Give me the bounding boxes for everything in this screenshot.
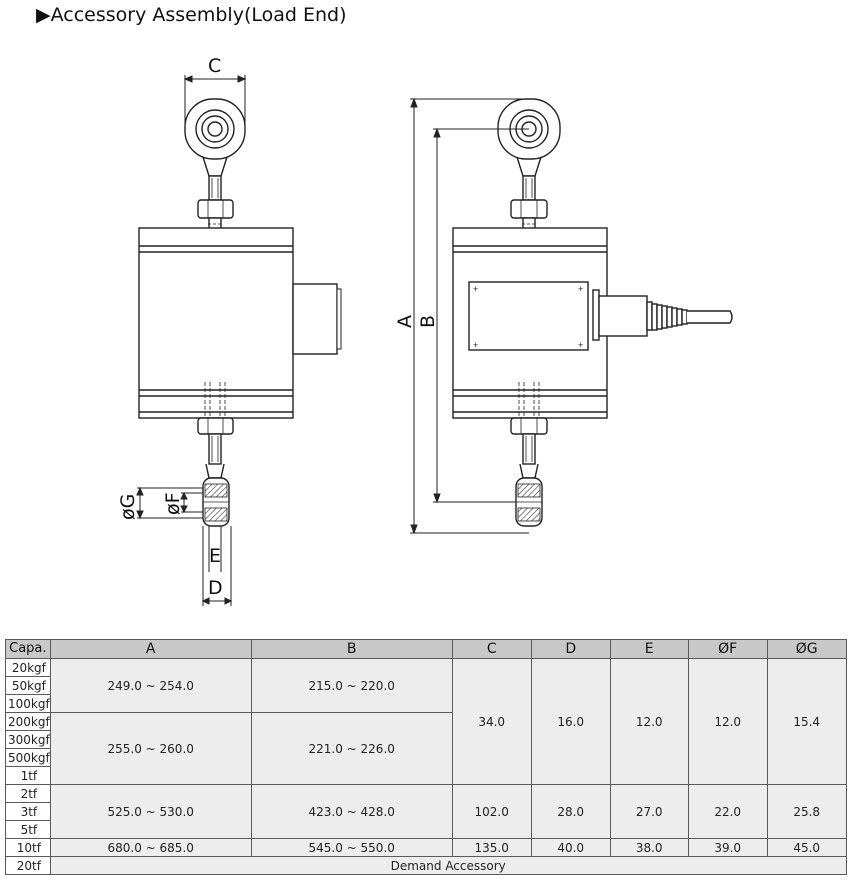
table-row: 300kgf [5, 730, 847, 749]
cable-gland [592, 289, 688, 341]
cable [687, 310, 733, 324]
header-a: A [49, 639, 252, 659]
header-capa: Capa. [5, 639, 51, 659]
table-row: 20tf Demand Accessory [5, 856, 847, 875]
value-c: 34.0 [451, 658, 532, 785]
capa-cell: 20kgf [5, 658, 51, 677]
table-row: 100kgf [5, 694, 847, 713]
value-e: 27.0 [609, 784, 689, 839]
value-g: 25.8 [766, 784, 847, 839]
spec-table: Capa. A B C D E ØF ØG 20kgf 249.0 ~ 254.… [5, 639, 847, 875]
capa-cell: 20tf [5, 856, 51, 875]
demand-accessory-note: Demand Accessory [49, 856, 847, 875]
value-g: 15.4 [766, 658, 847, 785]
value-a: 680.0 ~ 685.0 [49, 838, 252, 857]
capa-cell: 1tf [5, 766, 51, 785]
header-c: C [451, 639, 532, 659]
value-b: 221.0 ~ 226.0 [250, 712, 453, 785]
left-view [138, 98, 342, 527]
right-top-rod-end-eye [497, 98, 561, 177]
table-row: 200kgf 255.0 ~ 260.0 221.0 ~ 226.0 [5, 712, 847, 785]
capa-cell: 10tf [5, 838, 51, 857]
header-g: ØG [766, 639, 847, 659]
assembly-drawing: + + + + [117, 55, 733, 606]
svg-text:+: + [578, 284, 583, 294]
value-f: 12.0 [687, 658, 768, 785]
value-b: 215.0 ~ 220.0 [250, 658, 453, 713]
dim-label-a: A [394, 315, 416, 328]
dim-label-c: C [208, 55, 221, 77]
dim-label-f: øF [162, 492, 184, 515]
value-f: 39.0 [687, 838, 768, 857]
table-row: 20kgf 249.0 ~ 254.0 215.0 ~ 220.0 34.0 1… [5, 658, 847, 785]
dim-label-e: E [209, 545, 221, 567]
header-b: B [250, 639, 453, 659]
top-rod [208, 175, 222, 201]
value-f: 22.0 [687, 784, 768, 839]
table-row: 10tf 680.0 ~ 685.0 545.0 ~ 550.0 135.0 4… [5, 838, 847, 857]
value-d: 40.0 [530, 838, 611, 857]
top-nut [197, 199, 234, 219]
value-c: 135.0 [451, 838, 532, 857]
header-f: ØF [687, 639, 768, 659]
left-load-cell-body [138, 227, 342, 419]
value-e: 12.0 [609, 658, 689, 785]
section-title: ▶Accessory Assembly(Load End) [36, 4, 347, 26]
table-header-row: Capa. A B C D E ØF ØG [5, 639, 847, 659]
table-row: 50kgf [5, 676, 847, 695]
svg-text:+: + [473, 340, 478, 350]
value-g: 45.0 [766, 838, 847, 857]
dim-label-g: øG [117, 494, 139, 520]
bottom-rod [208, 433, 222, 465]
capa-cell: 2tf [5, 784, 51, 803]
value-b: 545.0 ~ 550.0 [250, 838, 453, 857]
value-e: 38.0 [609, 838, 689, 857]
header-d: D [530, 639, 611, 659]
dim-label-d: D [208, 577, 223, 599]
value-b: 423.0 ~ 428.0 [250, 784, 453, 839]
svg-text:+: + [578, 340, 583, 350]
bottom-nut [197, 417, 234, 435]
svg-text:+: + [473, 284, 478, 294]
bottom-rod-end-section [202, 477, 230, 527]
right-view: + + + + [452, 98, 733, 527]
value-a: 525.0 ~ 530.0 [49, 784, 252, 839]
left-dimensions [136, 75, 247, 606]
value-d: 16.0 [530, 658, 611, 785]
capa-cell: 100kgf [5, 694, 51, 713]
capa-cell: 3tf [5, 802, 51, 821]
table-row: 5tf [5, 820, 847, 839]
right-top-nut [510, 199, 548, 219]
top-rod-end-eye [184, 98, 246, 177]
header-e: E [609, 639, 689, 659]
table-row: 1tf [5, 766, 847, 785]
value-c: 102.0 [451, 784, 532, 839]
value-a: 255.0 ~ 260.0 [49, 712, 252, 785]
table-row: 2tf 525.0 ~ 530.0 423.0 ~ 428.0 102.0 28… [5, 784, 847, 839]
capa-cell: 200kgf [5, 712, 51, 731]
right-bottom-rod-end-section [515, 477, 543, 527]
capa-cell: 5tf [5, 820, 51, 839]
value-d: 28.0 [530, 784, 611, 839]
capa-cell: 50kgf [5, 676, 51, 695]
dim-label-b: B [417, 315, 439, 328]
right-dimensions [410, 97, 529, 535]
value-a: 249.0 ~ 254.0 [49, 658, 252, 713]
capa-cell: 500kgf [5, 748, 51, 767]
label-plate: + + + + [468, 281, 589, 351]
capa-cell: 300kgf [5, 730, 51, 749]
